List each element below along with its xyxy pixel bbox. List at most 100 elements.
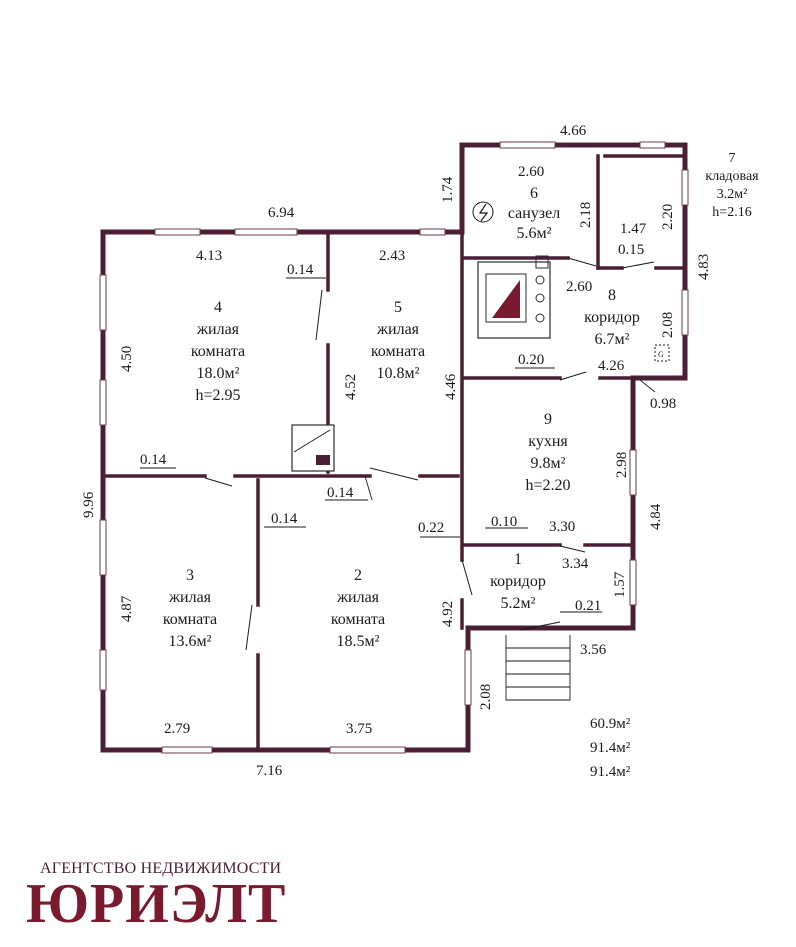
dim-996: 9.96 <box>81 491 97 518</box>
room-name: жилая <box>336 589 380 606</box>
dim-243: 2.43 <box>379 248 405 264</box>
room-number: 5 <box>394 299 402 316</box>
dim-483: 4.83 <box>696 254 712 280</box>
room-area: 3.2м² <box>717 187 748 202</box>
area-totals: 60.9м² 91.4м² 91.4м² <box>590 712 630 784</box>
stairs-icon <box>505 635 571 701</box>
dim-450: 4.50 <box>119 346 135 372</box>
room-number: 1 <box>514 551 522 568</box>
room-name: коридор <box>584 309 640 326</box>
room-area: 10.8м² <box>377 365 420 382</box>
room-name: жилая <box>376 321 420 338</box>
room-1-label: 1 коридор 5.2м² <box>490 551 546 612</box>
room-area: 5.2м² <box>501 595 536 612</box>
room-number: 6 <box>530 185 538 202</box>
room-name: коридор <box>490 573 546 590</box>
room-area: 6.7м² <box>595 331 630 348</box>
total-area: 91.4м² <box>590 740 631 756</box>
dim-298: 2.98 <box>614 452 630 478</box>
room-number: 9 <box>544 411 552 428</box>
room-number: 3 <box>186 567 194 584</box>
room-4-label: 4 жилая комната 18.0м² h=2.95 <box>191 299 245 404</box>
dim-492: 4.92 <box>440 601 456 627</box>
dim-020: 0.20 <box>518 352 544 368</box>
doors <box>204 257 655 651</box>
dim-147: 1.47 <box>620 221 647 237</box>
dim-098: 0.98 <box>650 396 676 412</box>
dim-208b: 2.08 <box>660 312 676 338</box>
room-6-label: 6 санузел 5.6м² <box>508 185 560 242</box>
agency-logo: ЮРИЭЛТ <box>26 873 287 935</box>
room-number: 7 <box>729 151 736 166</box>
room-name: жилая <box>196 321 240 338</box>
room-name: комната <box>371 343 425 360</box>
agency-caption: АГЕНТСТВО НЕДВИЖИМОСТИ <box>40 860 282 877</box>
dim-014b: 0.14 <box>140 452 167 468</box>
dim-446: 4.46 <box>443 373 459 400</box>
dim-260a: 2.60 <box>518 164 544 180</box>
room-5-label: 5 жилая комната 10.8м² <box>371 299 425 382</box>
room-7-label: 7 кладовая 3.2м² h=2.16 <box>705 151 759 220</box>
total-living-area: 60.9м² <box>590 716 631 732</box>
dim-014d: 0.14 <box>271 511 298 527</box>
dim-015: 0.15 <box>618 242 644 258</box>
dim-452: 4.52 <box>343 374 359 400</box>
room-name: комната <box>163 611 217 628</box>
dim-487: 4.87 <box>119 595 135 622</box>
dim-top-annex: 4.66 <box>560 123 587 139</box>
room-name: жилая <box>168 589 212 606</box>
dim-279: 2.79 <box>164 721 190 737</box>
room-2-label: 2 жилая комната 18.5м² <box>331 567 385 650</box>
room-area: 18.0м² <box>197 365 240 382</box>
room-height: h=2.16 <box>712 205 751 220</box>
room-height: h=2.20 <box>525 477 570 494</box>
room-area: 18.5м² <box>337 633 380 650</box>
dim-157: 1.57 <box>612 571 628 598</box>
dim-014c: 0.14 <box>327 485 354 501</box>
room-number: 2 <box>354 567 362 584</box>
dim-484: 4.84 <box>648 503 664 530</box>
dim-014a: 0.14 <box>287 262 314 278</box>
dim-334: 3.34 <box>562 556 589 572</box>
room-3-label: 3 жилая комната 13.6м² <box>163 567 217 650</box>
dim-220: 2.20 <box>660 204 676 230</box>
room-area: 9.8м² <box>531 455 566 472</box>
dim-annex-left: 1.74 <box>440 176 456 203</box>
dim-022: 0.22 <box>418 520 444 536</box>
stove-icon <box>291 424 335 472</box>
room-9-label: 9 кухня 9.8м² h=2.20 <box>525 411 570 494</box>
dim-330: 3.30 <box>549 519 575 535</box>
leader-lines <box>140 277 656 613</box>
dim-375: 3.75 <box>346 721 372 737</box>
dim-356: 3.56 <box>580 642 607 658</box>
room-area: 5.6м² <box>517 225 552 242</box>
dimension-labels: 6.94 4.66 1.74 4.13 2.43 0.14 4.50 4.52 … <box>81 123 712 779</box>
dim-218: 2.18 <box>578 202 594 228</box>
dim-260b: 2.60 <box>566 279 592 295</box>
room-labels: 4 жилая комната 18.0м² h=2.95 5 жилая ко… <box>163 151 759 650</box>
interior-walls <box>105 154 684 748</box>
room-name: кладовая <box>705 169 759 184</box>
dim-716: 7.16 <box>256 763 283 779</box>
windows <box>99 141 689 754</box>
boiler-icon <box>477 255 551 339</box>
room-name: кухня <box>528 433 568 450</box>
room-number: 4 <box>214 299 222 316</box>
room-height: h=2.95 <box>195 387 240 404</box>
electric-meter-icon <box>472 201 494 223</box>
gas-meter-icon: G <box>654 344 670 362</box>
room-number: 8 <box>608 287 616 304</box>
dim-010: 0.10 <box>491 514 517 530</box>
room-name: санузел <box>508 205 560 222</box>
room-name: комната <box>191 343 245 360</box>
dim-426: 4.26 <box>598 358 625 374</box>
total-area-alt: 91.4м² <box>590 764 631 780</box>
dim-top-main: 6.94 <box>268 205 295 221</box>
svg-text:G: G <box>658 350 664 359</box>
dim-413: 4.13 <box>196 248 222 264</box>
dim-208a: 2.08 <box>478 684 494 710</box>
dim-021: 0.21 <box>575 598 601 614</box>
room-area: 13.6м² <box>169 633 212 650</box>
room-name: комната <box>331 611 385 628</box>
